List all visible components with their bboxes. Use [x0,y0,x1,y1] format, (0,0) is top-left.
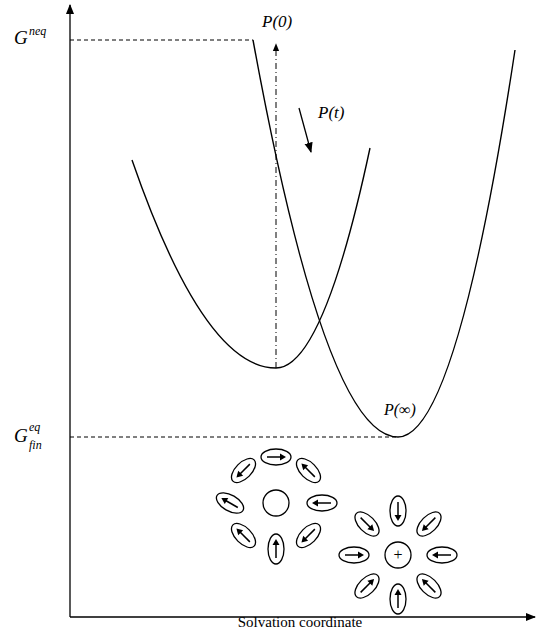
point-label: P(t) [318,104,344,121]
final-state-parabola [253,40,515,437]
superscript: neq [29,25,46,37]
solvent-dipole [390,584,406,614]
solvent-dipole [292,454,325,487]
solvent-dipole [307,495,337,511]
vertical-excitation-arrow [276,44,277,368]
energy-symbol: G [14,426,28,445]
point-label: P(∞) [384,402,416,418]
eq-level-line [70,437,398,438]
point-label: P(0) [262,13,292,30]
charged-solute [385,542,411,568]
neq-level-line [70,40,253,41]
subscript: fin [29,439,42,451]
energy-symbol: G [14,28,28,47]
solvent-dipole [268,534,284,564]
y-axis [69,5,70,617]
solvent-dipole [227,519,260,552]
solvent-dipole [427,547,457,563]
solvent-dipole [413,508,446,541]
neutral-solute [263,490,289,516]
solvent-dipole [339,547,369,563]
solvent-dipole [213,489,247,518]
axis-title: Solvation coordinate [238,615,363,630]
solvent-dipole [351,508,384,541]
solvent-dipole [261,449,291,465]
solvent-dipole [292,519,325,552]
charge-sign: + [393,547,402,563]
solvent-dipole [227,454,260,487]
relaxation-arrow [299,108,311,152]
solvent-dipole [413,570,446,603]
solvent-dipole [390,496,406,526]
initial-state-parabola [132,148,370,368]
superscript: eq [29,421,40,433]
solvent-dipole [351,570,384,603]
